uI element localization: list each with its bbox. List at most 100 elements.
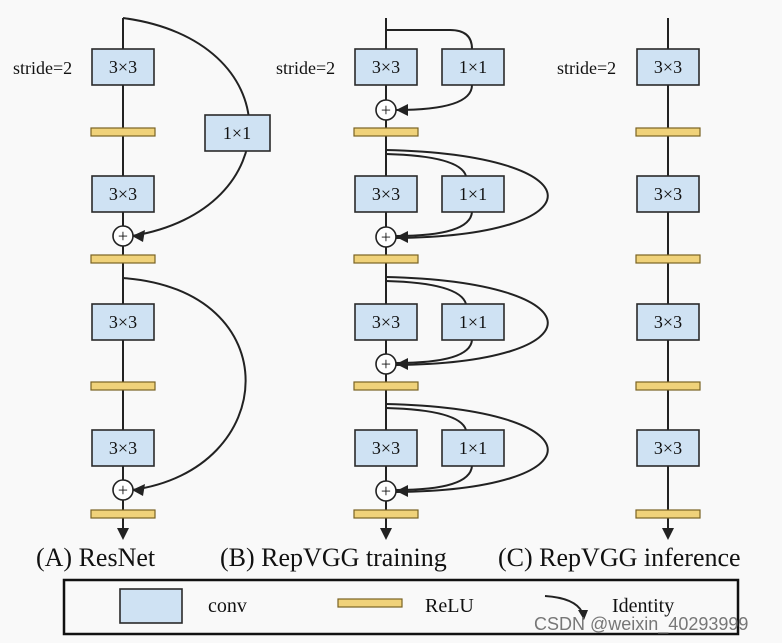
arrowhead	[396, 231, 408, 243]
legend-conv-swatch	[119, 588, 183, 624]
add-node	[112, 225, 134, 247]
conv-label: 3×3	[372, 184, 400, 204]
resnet-relu-4	[90, 509, 156, 519]
training-output-arrow	[380, 528, 392, 540]
identity-branch	[385, 403, 549, 493]
stride-label: stride=2	[557, 58, 616, 78]
arrowhead	[578, 610, 588, 620]
resnet-conv-3x3-4	[91, 429, 155, 467]
legend-identity-label: Identity	[612, 595, 674, 617]
watermark: CSDN @weixin_40293999	[534, 614, 748, 635]
inference-relu-3	[635, 381, 701, 391]
resnet-conv-3x3-2	[91, 175, 155, 213]
resnet-relu-2	[90, 254, 156, 264]
training-conv-3x3-1	[354, 48, 418, 86]
conv-label: 3×3	[109, 438, 137, 458]
training-conv-1x1-1	[441, 48, 505, 86]
conv-label: 1×1	[223, 123, 251, 143]
legend: conv ReLU Identity	[62, 578, 740, 636]
training-relu-3	[353, 381, 419, 391]
conv-label: 3×3	[654, 57, 682, 77]
conv-label: 3×3	[109, 184, 137, 204]
conv-label: 1×1	[459, 438, 487, 458]
add-node	[375, 226, 397, 248]
branch-1x1-in	[386, 29, 473, 50]
conv-label: 1×1	[459, 312, 487, 332]
legend-conv-label: conv	[208, 595, 247, 617]
branch-1x1-in	[385, 407, 467, 431]
resnet-conv-3x3-1	[91, 48, 155, 86]
add-node	[375, 480, 397, 502]
branch-1x1-in	[385, 153, 467, 177]
resnet-relu-3	[90, 381, 156, 391]
inference-output-arrow	[662, 528, 674, 540]
plus-sign: +	[381, 100, 391, 120]
inference-conv-3x3-3	[636, 303, 700, 341]
resnet-skip-2	[122, 277, 247, 491]
conv-label: 3×3	[654, 184, 682, 204]
legend-relu-label: ReLU	[425, 595, 474, 617]
inference-relu-2	[635, 254, 701, 264]
inference-relu-4	[635, 509, 701, 519]
resnet-conv-1x1	[204, 114, 271, 152]
legend-relu-swatch	[337, 598, 403, 608]
training-relu-4	[353, 509, 419, 519]
caption-repvgg-inference: (C) RepVGG inference	[498, 543, 741, 572]
training-conv-3x3-3	[354, 303, 418, 341]
inference-conv-3x3-4	[636, 429, 700, 467]
arrowhead	[396, 104, 408, 116]
repvgg-training-column: 3×3 1×1 stride=2 + 3×3 1×1 + 3×3 1×1 +	[220, 18, 549, 572]
training-relu-2	[353, 254, 419, 264]
plus-sign: +	[381, 227, 391, 247]
resnet-conv-3x3-3	[91, 303, 155, 341]
stride-label: stride=2	[13, 58, 72, 78]
legend-identity-swatch	[544, 595, 583, 613]
conv-label: 3×3	[654, 438, 682, 458]
training-conv-1x1-3	[441, 303, 505, 341]
arrowhead	[396, 485, 408, 497]
training-conv-1x1-4	[441, 429, 505, 467]
conv-label: 3×3	[109, 312, 137, 332]
identity-branch	[385, 276, 549, 366]
conv-label: 3×3	[372, 438, 400, 458]
branch-1x1-out	[395, 339, 473, 364]
training-conv-1x1-2	[441, 175, 505, 213]
branch-1x1-out	[395, 465, 473, 491]
conv-label: 1×1	[459, 57, 487, 77]
arrowhead	[132, 484, 145, 496]
legend-box	[62, 578, 740, 636]
branch-1x1-out	[395, 84, 473, 111]
identity-branch	[385, 149, 549, 239]
stride-label: stride=2	[276, 58, 335, 78]
caption-repvgg-training: (B) RepVGG training	[220, 543, 447, 572]
add-node	[375, 353, 397, 375]
inference-conv-3x3-1	[636, 48, 700, 86]
inference-conv-3x3-2	[636, 175, 700, 213]
plus-sign: +	[381, 354, 391, 374]
resnet-column: 1×1 3×3 stride=2 3×3 + 3×3 3×3 + (A) Res…	[13, 17, 271, 572]
branch-1x1-in	[385, 280, 467, 305]
training-relu-1	[353, 127, 419, 137]
training-conv-3x3-4	[354, 429, 418, 467]
conv-label: 3×3	[109, 57, 137, 77]
branch-1x1-out	[395, 211, 473, 237]
resnet-relu-1	[90, 127, 156, 137]
resnet-output-arrow	[117, 528, 129, 540]
conv-label: 1×1	[459, 184, 487, 204]
add-node	[375, 99, 397, 121]
arrowhead	[132, 230, 145, 242]
add-node	[112, 479, 134, 501]
plus-sign: +	[381, 481, 391, 501]
conv-label: 3×3	[372, 312, 400, 332]
caption-resnet: (A) ResNet	[36, 543, 156, 572]
repvgg-inference-column: 3×3 stride=2 3×3 3×3 3×3 (C) RepVGG infe…	[498, 18, 741, 572]
conv-label: 3×3	[372, 57, 400, 77]
arrowhead	[396, 358, 408, 370]
conv-label: 3×3	[654, 312, 682, 332]
inference-relu-1	[635, 127, 701, 137]
plus-sign: +	[118, 480, 128, 500]
training-conv-3x3-2	[354, 175, 418, 213]
plus-sign: +	[118, 226, 128, 246]
